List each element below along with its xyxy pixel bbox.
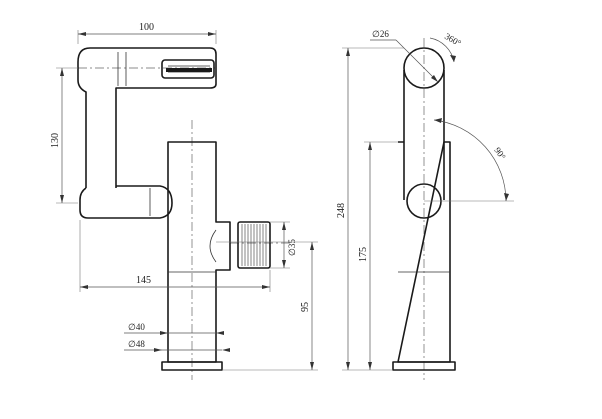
side-view: ∅26 360° 90° 248 175 bbox=[336, 29, 514, 380]
dim-body-diameter: ∅40 bbox=[128, 322, 145, 332]
dim-total-height: 248 bbox=[336, 203, 347, 218]
dim-base-diameter: ∅48 bbox=[128, 339, 145, 349]
main-body bbox=[167, 141, 231, 363]
dim-rotation: 360° bbox=[443, 31, 463, 48]
base-plate bbox=[161, 361, 223, 371]
dim-spout-height: 130 bbox=[50, 133, 61, 148]
knob-neck bbox=[209, 229, 217, 263]
spout-top-arm bbox=[90, 47, 217, 188]
spout-lower-arm bbox=[79, 185, 173, 219]
dim-arc-swing bbox=[433, 119, 507, 202]
dim-knob-diameter: ∅35 bbox=[287, 239, 297, 256]
dim-reach: 145 bbox=[136, 275, 151, 286]
dim-body-height: 175 bbox=[358, 247, 369, 262]
spout-top-corner bbox=[77, 47, 91, 188]
handle-lever bbox=[403, 70, 445, 200]
dim-handle-diameter: ∅26 bbox=[372, 29, 389, 39]
aerator-slot bbox=[166, 68, 212, 72]
handle-top-circle bbox=[403, 47, 445, 89]
dim-width-top: 100 bbox=[139, 22, 154, 33]
aerator-nozzle bbox=[161, 59, 215, 79]
knob-knurling bbox=[241, 224, 267, 266]
side-base-plate bbox=[392, 361, 456, 371]
side-knob bbox=[237, 221, 271, 269]
front-view: 100 130 145 ∅35 95 ∅40 bbox=[50, 22, 318, 380]
dim-base-height: 95 bbox=[300, 302, 311, 312]
